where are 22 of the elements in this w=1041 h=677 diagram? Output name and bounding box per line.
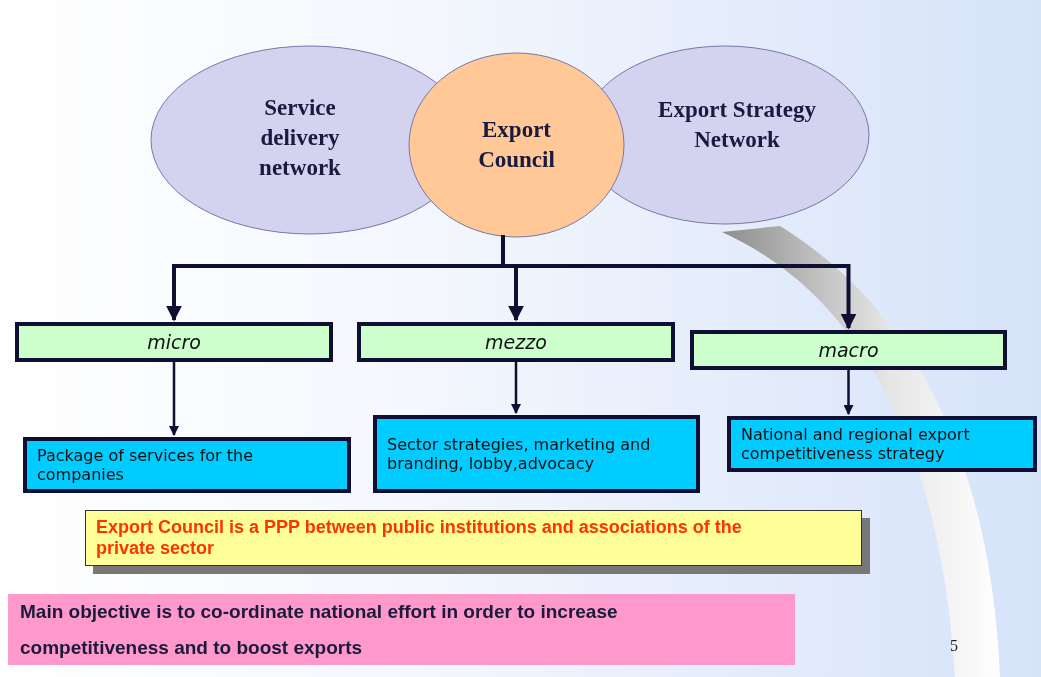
arrow — [511, 362, 521, 414]
level-label: macro — [818, 339, 879, 361]
objective-text: Main objective is to co-ordinate national effort in order to increase competitiveness and to boost exports — [20, 599, 619, 660]
outcome-text: Package of services for the companies — [37, 446, 254, 484]
level-label: mezzo — [485, 331, 547, 353]
network-label: Export Strategy Network — [657, 96, 817, 154]
level-box — [690, 330, 1007, 370]
arrow — [169, 362, 179, 436]
outcome-box — [373, 415, 700, 493]
level-box — [357, 322, 675, 362]
level-label: micro — [147, 331, 201, 353]
outcome-box — [23, 437, 351, 493]
arrow — [843, 370, 854, 415]
network-label: Service delivery network — [258, 94, 342, 182]
level-box — [15, 322, 333, 362]
objective-box — [8, 594, 795, 665]
outcome-text: Sector strategies, marketing and branding, lobby,advocacy — [387, 435, 652, 473]
page-number: 5 — [950, 637, 958, 655]
outcome-box — [727, 416, 1037, 472]
outcome-text: National and regional export competitiveness strategy — [741, 425, 971, 463]
note-text: Export Council is a PPP between public institutions and associations of the private sector — [96, 517, 743, 559]
council-label: Export Council — [477, 116, 556, 174]
